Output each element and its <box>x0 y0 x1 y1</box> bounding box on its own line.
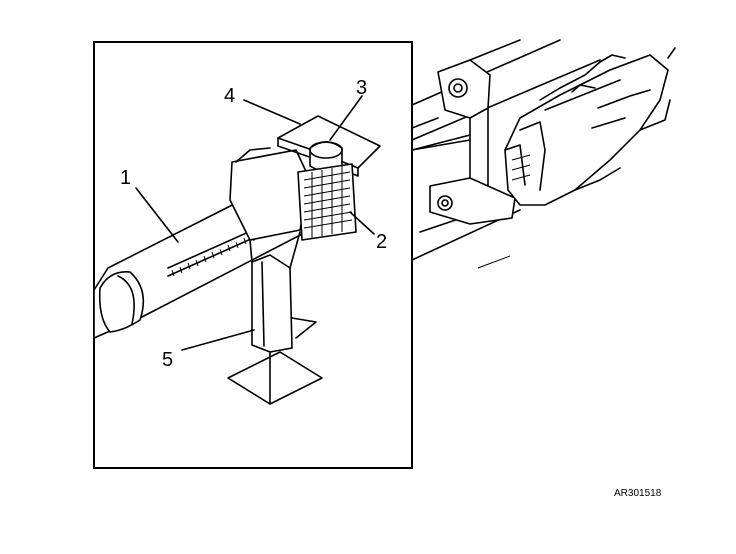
callout-3: 3 <box>356 77 367 99</box>
callout-2: 2 <box>376 231 387 253</box>
figure-code: AR301518 <box>614 488 662 499</box>
callout-4: 4 <box>224 85 235 107</box>
leader-1 <box>135 187 179 243</box>
leader-2 <box>349 211 375 235</box>
callout-1: 1 <box>120 167 131 189</box>
callout-5: 5 <box>162 349 173 371</box>
inset-detail <box>93 115 381 405</box>
leader-5 <box>181 329 255 351</box>
leader-3 <box>329 95 363 141</box>
leader-4 <box>243 99 301 125</box>
background-vehicle-view <box>411 39 676 269</box>
